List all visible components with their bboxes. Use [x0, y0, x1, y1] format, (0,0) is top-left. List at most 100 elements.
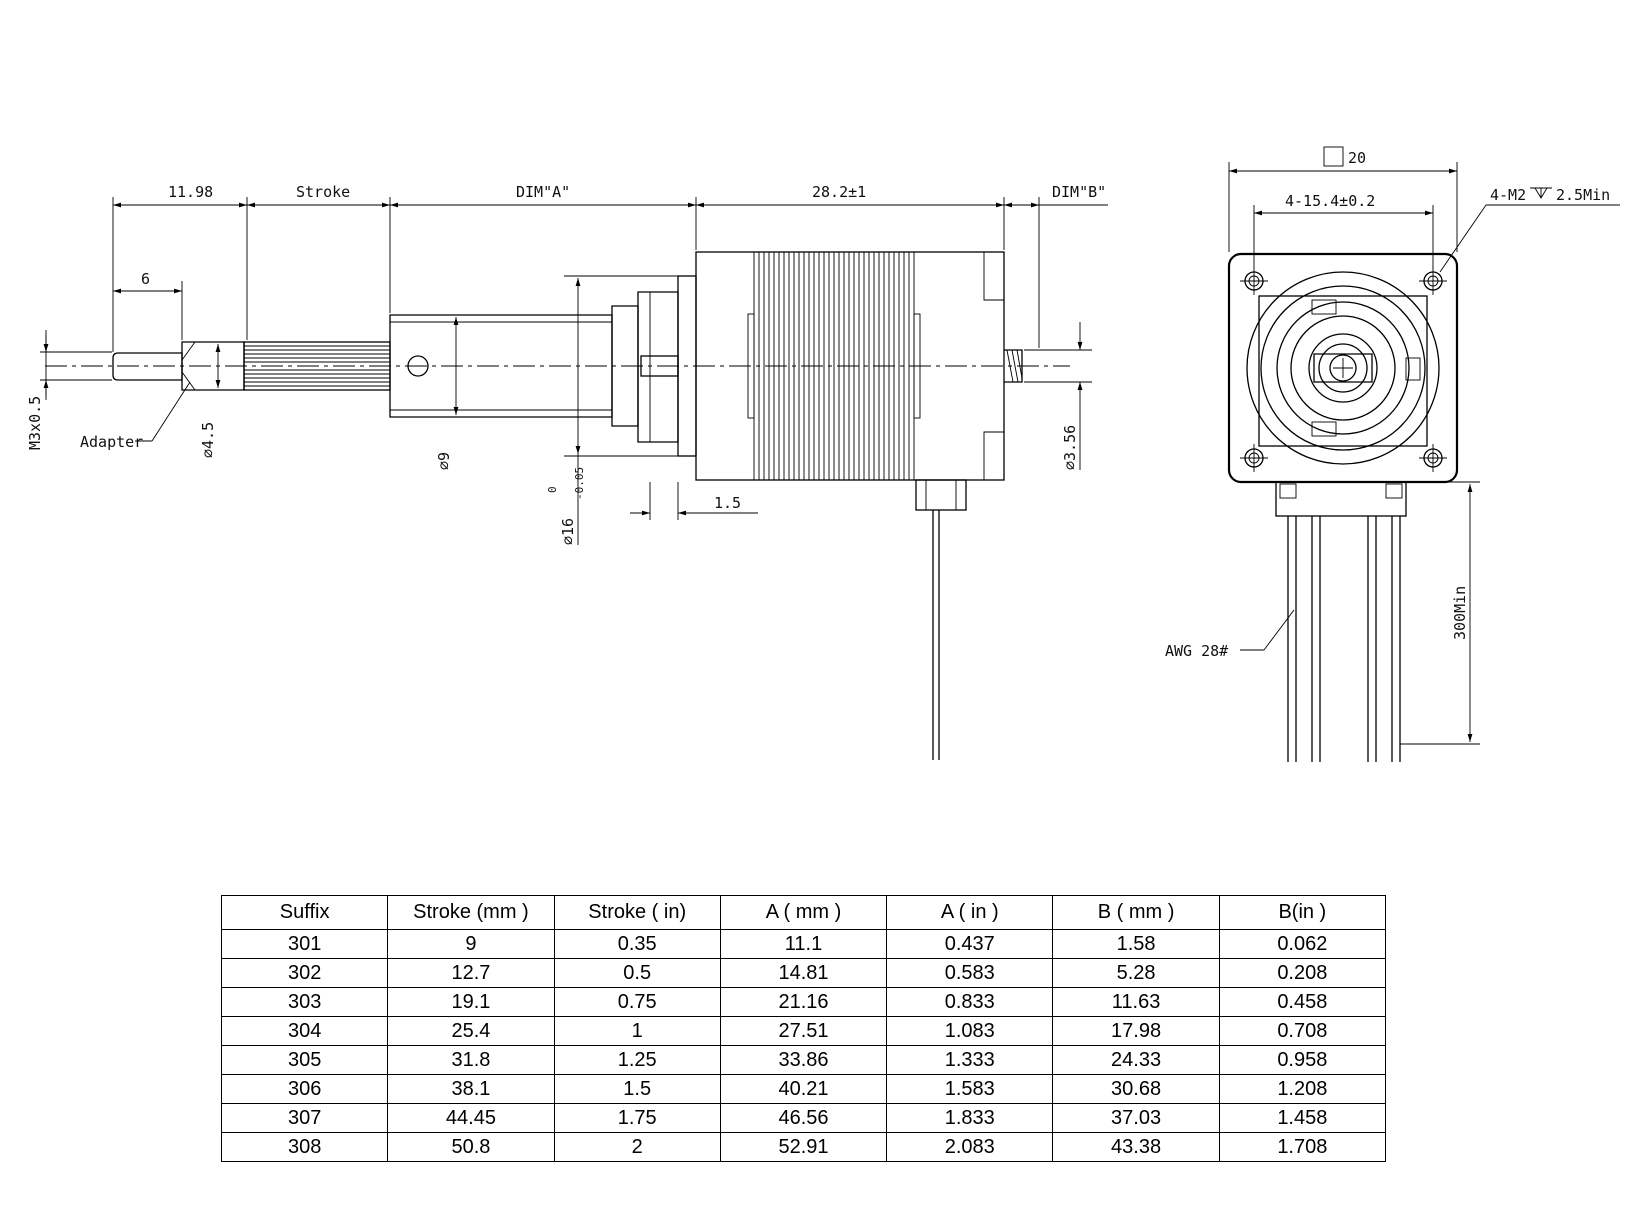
table-cell: 305	[220, 1045, 389, 1075]
table-cell: 27.51	[719, 1016, 888, 1046]
header-a-mm: A ( mm )	[719, 895, 888, 930]
table-cell: 24.33	[1052, 1045, 1220, 1075]
dim-dia-9: ⌀9	[435, 452, 453, 470]
depth-symbol-icon	[1530, 187, 1552, 199]
end-view: 20 4-15.4±0.2 4-M2 2.5Min AWG 28# 300Min	[1165, 146, 1620, 762]
table-cell: 21.16	[719, 987, 888, 1017]
table-cell: 37.03	[1052, 1103, 1220, 1133]
table-cell: 1.458	[1218, 1103, 1387, 1133]
dim-holes: 4-M2	[1490, 186, 1526, 204]
table-cell: 38.1	[387, 1074, 555, 1104]
table-cell: 25.4	[387, 1016, 555, 1046]
header-stroke-mm: Stroke (mm )	[387, 895, 555, 930]
header-b-in: B(in )	[1218, 895, 1387, 930]
dim-dia-4-5: ⌀4.5	[199, 422, 217, 458]
table-cell: 17.98	[1052, 1016, 1220, 1046]
table-cell: 46.56	[719, 1103, 888, 1133]
table-cell: 0.833	[886, 987, 1054, 1017]
table-cell: 0.062	[1218, 929, 1387, 959]
table-cell: 308	[220, 1132, 389, 1162]
lead-wires	[1287, 516, 1401, 762]
header-stroke-in: Stroke ( in)	[553, 895, 721, 930]
table-cell: 0.437	[886, 929, 1054, 959]
dim-hole-spacing: 4-15.4±0.2	[1285, 192, 1375, 210]
dim-6: 6	[141, 270, 150, 288]
dim-1-5: 1.5	[714, 494, 741, 512]
table-cell: 30.68	[1052, 1074, 1220, 1104]
table-cell: 11.1	[719, 929, 888, 959]
table-cell: 11.63	[1052, 987, 1220, 1017]
table-cell: 19.1	[387, 987, 555, 1017]
table-cell: 50.8	[387, 1132, 555, 1162]
table-cell: 0.583	[886, 958, 1054, 988]
dim-dia-16-tol-lower: -0.05	[573, 467, 586, 500]
table-cell: 1.208	[1218, 1074, 1387, 1104]
lead-length: 300Min	[1451, 586, 1469, 640]
mounting-holes	[1240, 267, 1447, 472]
table-cell: 1.833	[886, 1103, 1054, 1133]
table-cell: 33.86	[719, 1045, 888, 1075]
table-cell: 9	[387, 929, 555, 959]
table-cell: 0.708	[1218, 1016, 1387, 1046]
dim-dia-3-56: ⌀3.56	[1061, 425, 1079, 470]
table-cell: 307	[220, 1103, 389, 1133]
table-cell: 12.7	[387, 958, 555, 988]
table-header-row: Suffix Stroke (mm ) Stroke ( in) A ( mm …	[220, 895, 1387, 930]
technical-drawing: 11.98 Stroke DIM"A" 28.2±1 DIM"B" 6 M3x0…	[26, 146, 1620, 762]
table-cell: 2.083	[886, 1132, 1054, 1162]
wire-label: AWG 28#	[1165, 642, 1228, 660]
table-cell: 52.91	[719, 1132, 888, 1162]
table-cell: 0.208	[1218, 958, 1387, 988]
table-cell: 5.28	[1052, 958, 1220, 988]
side-view: 11.98 Stroke DIM"A" 28.2±1 DIM"B" 6 M3x0…	[26, 183, 1108, 760]
table-cell: 14.81	[719, 958, 888, 988]
dim-m3: M3x0.5	[26, 396, 44, 450]
table-cell: 40.21	[719, 1074, 888, 1104]
table-cell: 2	[553, 1132, 721, 1162]
dim-28-2: 28.2±1	[812, 183, 866, 201]
table-cell: 1.25	[553, 1045, 721, 1075]
header-suffix: Suffix	[220, 895, 389, 930]
table-cell: 1.708	[1218, 1132, 1387, 1162]
table-cell: 306	[220, 1074, 389, 1104]
table-cell: 303	[220, 987, 389, 1017]
table-cell: 1.5	[553, 1074, 721, 1104]
table-cell: 44.45	[387, 1103, 555, 1133]
table-cell: 0.35	[553, 929, 721, 959]
table-cell: 0.5	[553, 958, 721, 988]
table-cell: 1.75	[553, 1103, 721, 1133]
table-cell: 302	[220, 958, 389, 988]
dim-a: DIM"A"	[516, 183, 570, 201]
table-cell: 1.333	[886, 1045, 1054, 1075]
table-cell: 0.958	[1218, 1045, 1387, 1075]
table-cell: 0.458	[1218, 987, 1387, 1017]
table-cell: 301	[220, 929, 389, 959]
table-cell: 1.58	[1052, 929, 1220, 959]
table-cell: 1.583	[886, 1074, 1054, 1104]
adapter-label: Adapter	[80, 433, 143, 451]
header-a-in: A ( in )	[886, 895, 1054, 930]
table-cell: 304	[220, 1016, 389, 1046]
table-cell: 31.8	[387, 1045, 555, 1075]
table-cell: 1.083	[886, 1016, 1054, 1046]
winding-lines	[753, 252, 915, 480]
header-b-mm: B ( mm )	[1052, 895, 1220, 930]
dim-dia-16-tol-upper: 0	[546, 486, 559, 493]
dim-stroke: Stroke	[296, 183, 350, 201]
dim-dia-16: ⌀16	[559, 518, 577, 545]
dim-hole-depth: 2.5Min	[1556, 186, 1610, 204]
table-cell: 0.75	[553, 987, 721, 1017]
dim-11-98: 11.98	[168, 183, 213, 201]
dim-square-20: 20	[1348, 149, 1366, 167]
table-cell: 43.38	[1052, 1132, 1220, 1162]
dim-b: DIM"B"	[1052, 183, 1106, 201]
table-cell: 1	[553, 1016, 721, 1046]
suffix-table: Suffix Stroke (mm ) Stroke ( in) A ( mm …	[220, 895, 1387, 1162]
